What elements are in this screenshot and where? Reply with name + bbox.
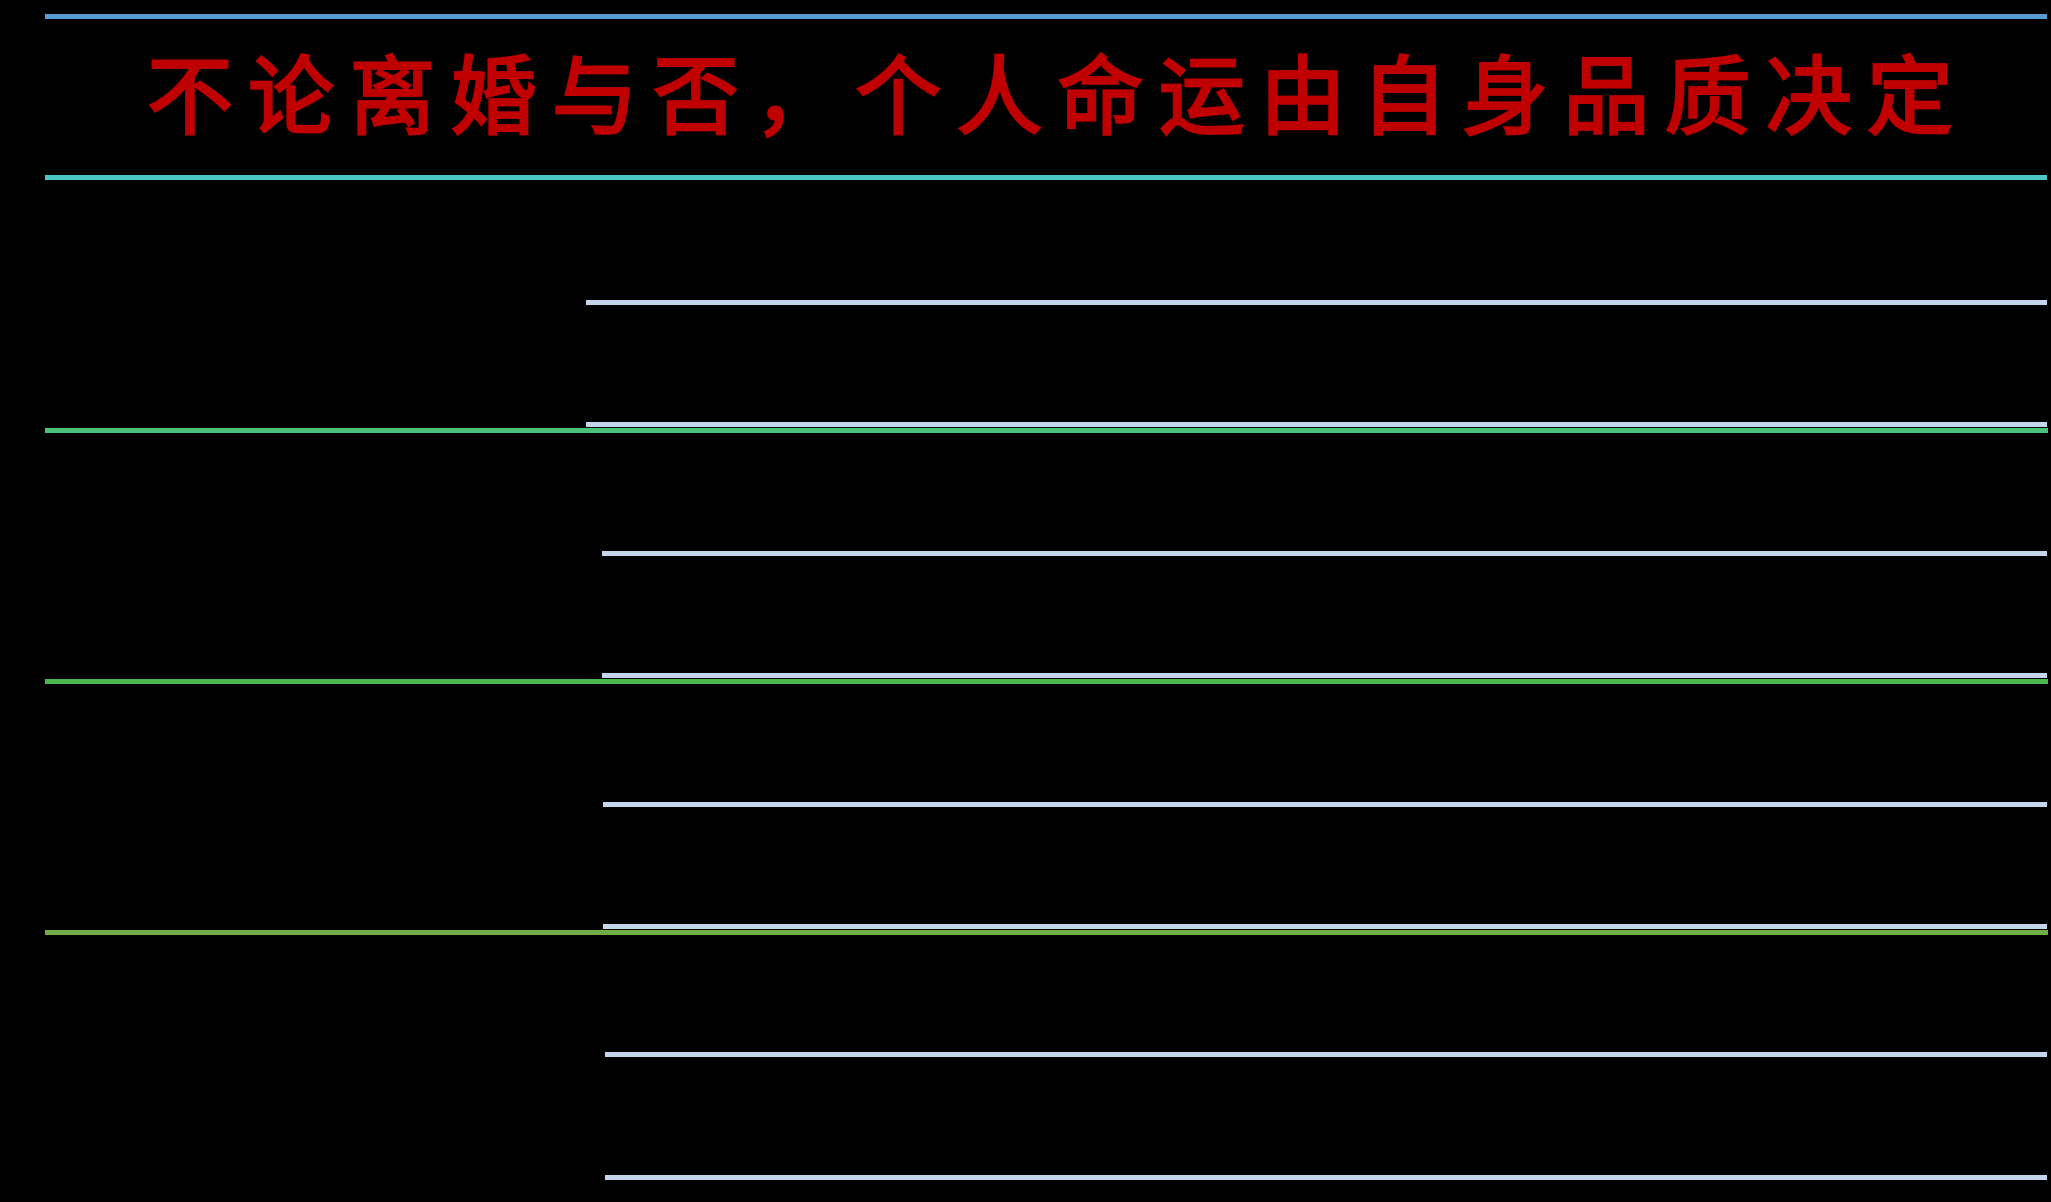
title-char: 身 bbox=[1462, 47, 1549, 148]
row-1-content bbox=[586, 308, 2047, 418]
row-1-content-top-rule bbox=[586, 300, 2047, 305]
row-3-content-bottom-rule bbox=[603, 924, 2047, 929]
title-char: 命 bbox=[1057, 47, 1144, 148]
row-2-content bbox=[602, 559, 2047, 669]
title-underline-rule bbox=[45, 175, 2047, 180]
row-1-content-bottom-rule bbox=[586, 422, 2047, 427]
title-char: 论 bbox=[248, 47, 335, 148]
title-char: 人 bbox=[956, 47, 1043, 148]
title-char: 离 bbox=[349, 47, 436, 148]
row-3-content bbox=[603, 810, 2047, 920]
row-1-label bbox=[45, 230, 571, 428]
title-char: 由 bbox=[1259, 47, 1346, 148]
title-char: ， bbox=[754, 47, 841, 148]
row-4-content-bottom-rule bbox=[605, 1175, 2047, 1180]
row-2-content-bottom-rule bbox=[602, 673, 2047, 678]
row-4-label bbox=[45, 982, 590, 1202]
top-rule bbox=[45, 14, 2047, 19]
row-1-divider bbox=[45, 428, 2048, 433]
row-4-content-top-rule bbox=[605, 1052, 2047, 1057]
row-3-divider bbox=[45, 930, 2048, 935]
title-char: 定 bbox=[1866, 47, 1953, 148]
title-char: 否 bbox=[652, 47, 739, 148]
title-char: 运 bbox=[1158, 47, 1245, 148]
row-2-content-top-rule bbox=[602, 551, 2047, 556]
title-char: 婚 bbox=[450, 47, 537, 148]
title-char: 自 bbox=[1361, 47, 1448, 148]
row-3-content-top-rule bbox=[603, 802, 2047, 807]
title-char: 质 bbox=[1664, 47, 1751, 148]
row-2-divider bbox=[45, 679, 2048, 684]
row-4-content bbox=[605, 1060, 2047, 1171]
row-3-label bbox=[45, 732, 588, 930]
row-2-label bbox=[45, 481, 587, 679]
title-char: 决 bbox=[1765, 47, 1852, 148]
title-char: 与 bbox=[551, 47, 638, 148]
title-char: 不 bbox=[147, 47, 233, 148]
title-char: 品 bbox=[1563, 47, 1650, 148]
slide-title: 不论离婚与否，个人命运由自身品质决定 bbox=[140, 48, 1960, 148]
title-char: 个 bbox=[855, 47, 942, 148]
